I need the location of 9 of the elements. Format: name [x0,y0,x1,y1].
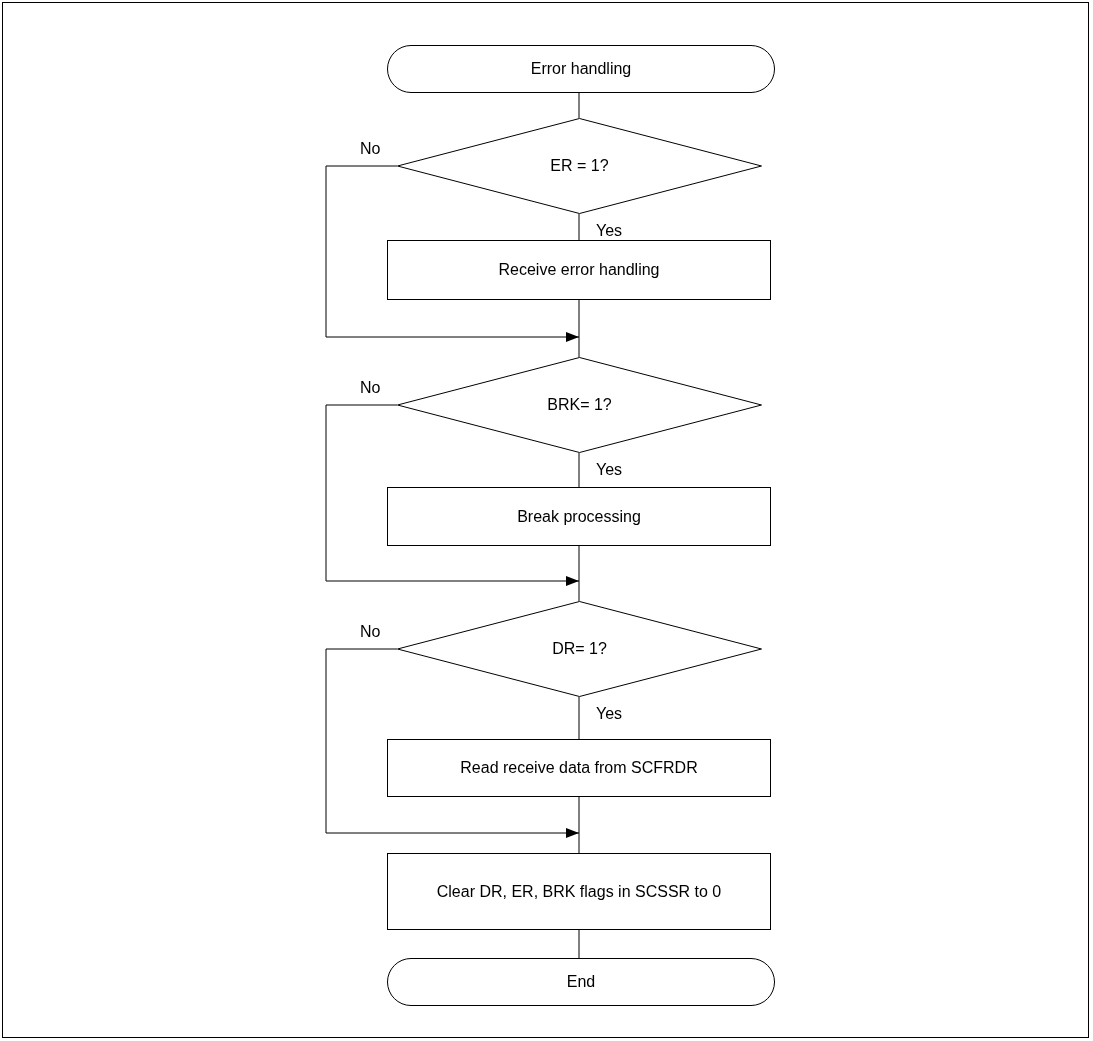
process-box: Clear DR, ER, BRK flags in SCSSR to 0 [387,853,771,930]
decision-diamond: ER = 1? [397,118,762,214]
decision-diamond: DR= 1? [397,601,762,697]
decision-diamond: BRK= 1? [397,357,762,453]
process-box: Break processing [387,487,771,546]
terminal-shape: Error handling [387,45,775,93]
process-box: Read receive data from SCFRDR [387,739,771,797]
terminal-shape: End [387,958,775,1006]
process-box: Receive error handling [387,240,771,300]
